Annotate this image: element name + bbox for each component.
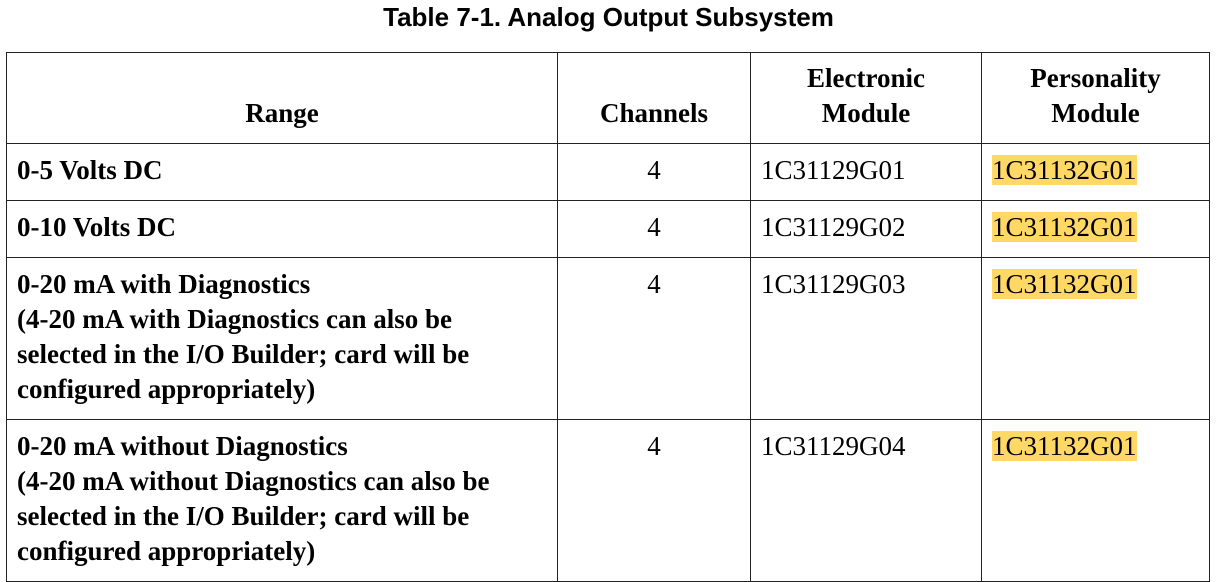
range-cell: 0-5 Volts DC	[6, 143, 558, 201]
personality-module-value: 1C31132G01	[992, 431, 1137, 461]
range-line: 0-20 mA with Diagnostics	[17, 269, 311, 299]
header-range-label: Range	[245, 98, 319, 128]
range-cell: 0-10 Volts DC	[6, 200, 558, 258]
range-line: 0-5 Volts DC	[17, 155, 163, 185]
table-title: Table 7-1. Analog Output Subsystem	[383, 2, 834, 32]
analog-output-table: Range Channels Electronic Module Persona…	[6, 52, 1210, 582]
electronic-module-cell: 1C31129G01	[750, 143, 982, 201]
channels-cell: 4	[557, 143, 751, 201]
channels-cell: 4	[557, 419, 751, 582]
header-range: Range	[6, 52, 558, 144]
range-line: 0-10 Volts DC	[17, 212, 177, 242]
personality-module-cell: 1C31132G01	[981, 143, 1210, 201]
header-personality-line1: Personality	[1030, 63, 1161, 93]
header-personality-line2: Module	[1051, 98, 1140, 128]
range-line: 0-20 mA without Diagnostics	[17, 431, 348, 461]
personality-module-value: 1C31132G01	[992, 155, 1137, 185]
header-channels-label: Channels	[599, 98, 709, 128]
range-cell: 0-20 mA with Diagnostics (4-20 mA with D…	[6, 257, 558, 420]
table-row: 0-20 mA without Diagnostics (4-20 mA wit…	[6, 419, 1210, 582]
range-line: selected in the I/O Builder; card will b…	[17, 339, 470, 369]
personality-module-cell: 1C31132G01	[981, 200, 1210, 258]
electronic-module-cell: 1C31129G03	[750, 257, 982, 420]
header-personality-module: Personality Module	[981, 52, 1210, 144]
header-electronic-module: Electronic Module	[750, 52, 982, 144]
header-electronic-line1: Electronic	[807, 63, 925, 93]
electronic-module-cell: 1C31129G02	[750, 200, 982, 258]
personality-module-value: 1C31132G01	[992, 212, 1137, 242]
header-row: Range Channels Electronic Module Persona…	[6, 52, 1210, 144]
personality-module-cell: 1C31132G01	[981, 419, 1210, 582]
table-row: 0-20 mA with Diagnostics (4-20 mA with D…	[6, 257, 1210, 420]
range-line: configured appropriately)	[17, 536, 316, 566]
channels-cell: 4	[557, 200, 751, 258]
personality-module-cell: 1C31132G01	[981, 257, 1210, 420]
range-line: (4-20 mA with Diagnostics can also be	[17, 304, 453, 334]
header-electronic-line2: Module	[821, 98, 911, 128]
channels-cell: 4	[557, 257, 751, 420]
range-cell: 0-20 mA without Diagnostics (4-20 mA wit…	[6, 419, 558, 582]
range-line: configured appropriately)	[17, 374, 316, 404]
range-line: selected in the I/O Builder; card will b…	[17, 501, 470, 531]
table-row: 0-10 Volts DC 4 1C31129G02 1C31132G01	[6, 200, 1210, 258]
personality-module-value: 1C31132G01	[992, 269, 1137, 299]
range-line: (4-20 mA without Diagnostics can also be	[17, 466, 490, 496]
header-channels: Channels	[557, 52, 751, 144]
table-row: 0-5 Volts DC 4 1C31129G01 1C31132G01	[6, 143, 1210, 201]
electronic-module-cell: 1C31129G04	[750, 419, 982, 582]
